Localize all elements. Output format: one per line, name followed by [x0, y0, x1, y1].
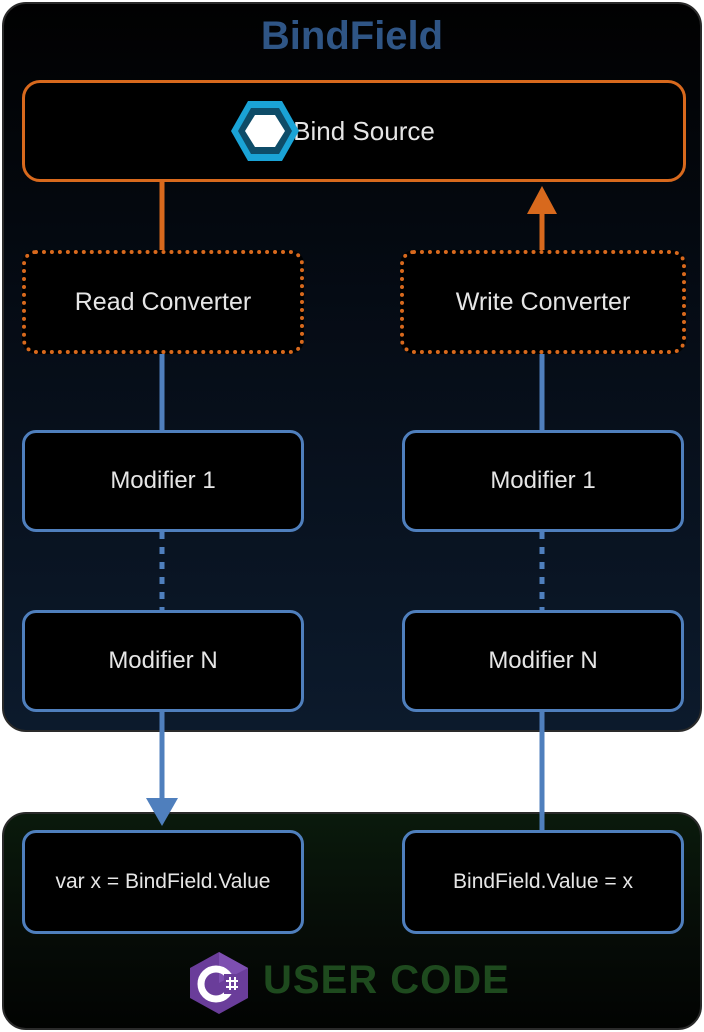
write-modifier-1-box: Modifier 1	[402, 430, 684, 532]
arrow-up-to-bind-source	[527, 186, 557, 214]
read-modifier-1-label: Modifier 1	[110, 467, 216, 494]
write-converter-box: Write Converter	[400, 250, 686, 354]
bind-source-label: Bind Source	[293, 115, 435, 146]
write-modifier-1-label: Modifier 1	[490, 467, 596, 494]
user-write-statement-box: BindField.Value = x	[402, 830, 684, 934]
write-modifier-n-label: Modifier N	[488, 647, 598, 674]
user-code-title: USER CODE	[263, 958, 510, 1002]
read-modifier-n-label: Modifier N	[108, 647, 218, 674]
user-read-statement: var x = BindField.Value	[55, 870, 271, 893]
user-write-statement: BindField.Value = x	[453, 870, 633, 893]
read-converter-box: Read Converter	[22, 250, 304, 354]
write-modifier-n-box: Modifier N	[402, 610, 684, 712]
read-modifier-n-box: Modifier N	[22, 610, 304, 712]
read-modifier-1-box: Modifier 1	[22, 430, 304, 532]
write-converter-label: Write Converter	[455, 287, 631, 316]
read-converter-label: Read Converter	[74, 287, 252, 316]
bindfield-title: BindField	[260, 14, 444, 58]
bind-source-box: Bind Source	[22, 80, 686, 182]
arrow-down-to-user-read	[146, 798, 178, 826]
hexagon-icon	[231, 101, 299, 161]
csharp-logo-icon	[190, 952, 248, 1014]
user-read-statement-box: var x = BindField.Value	[22, 830, 304, 934]
